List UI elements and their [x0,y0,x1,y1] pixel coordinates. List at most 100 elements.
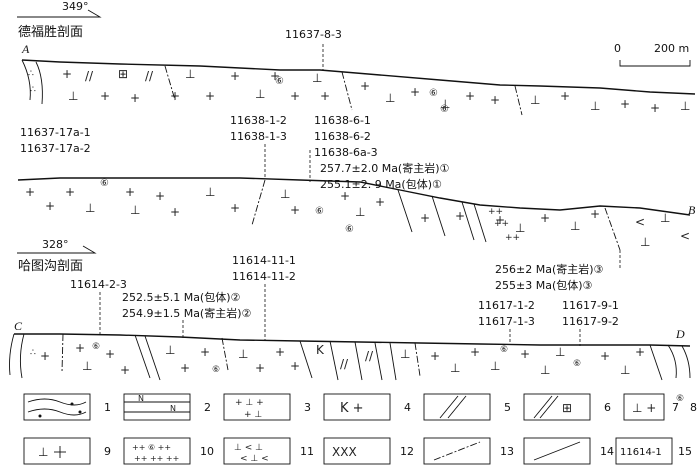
svg-text:XXX: XXX [332,445,357,459]
svg-text:⊥: ⊥ [680,99,690,113]
svg-text:⊥: ⊥ [450,361,460,375]
profile1-lower-hash-symbols: ++++++ [488,207,520,243]
svg-text:+: + [230,69,240,83]
legend-item-12: XXX 12 [323,437,414,465]
svg-text:⊥: ⊥ [68,89,78,103]
contact-line [299,340,313,379]
svg-text:∴: ∴ [28,69,34,79]
legend-item-1: 1 [23,393,111,421]
legend-item-5: 5 [423,393,511,421]
svg-text:++: ++ [494,219,509,229]
age-label-a1: 257.7±2.0 Ma(寄主岩)① [320,161,450,175]
svg-text:++ ++ ++: ++ ++ ++ [134,454,179,463]
contact-line [134,334,151,379]
sample-label-s2b: 11637-17a-2 [20,142,91,155]
svg-text:+: + [25,185,35,199]
svg-text:⑥: ⑥ [500,345,508,355]
sample-label-s1: 11637-8-3 [285,28,342,41]
svg-text:⊥: ⊥ [440,97,450,111]
profile1-upper: A ∴ ∴ 11637-8-3 +//⊞ //⊥+ +⊥+ +⊥+ +⊥+ ⊥+… [21,28,696,116]
label-d: D [675,327,685,341]
profile1-header: 349° 德福胜剖面 [17,0,102,40]
svg-text:⑥: ⑥ [275,76,284,87]
profile2-sediment-boundary [9,333,25,379]
fault-line [414,342,421,377]
svg-text:⊥: ⊥ [590,99,600,113]
legend-item-9: ⊥ 9 [23,437,111,465]
contact-line [329,340,339,381]
svg-text:⊥ +: ⊥ + [632,401,656,415]
contact-line [431,195,446,237]
contact-line [144,335,161,381]
contact-line [473,203,487,243]
svg-text:⊥: ⊥ [640,235,650,249]
legend-item-2: NN 2 [123,393,211,421]
svg-text:⊥: ⊥ [255,87,265,101]
contact-line [374,342,383,381]
svg-text:+ ⊥: + ⊥ [244,410,262,420]
svg-text:⑥: ⑥ [429,88,438,99]
svg-text:⊥: ⊥ [85,201,95,215]
svg-text:∴: ∴ [30,85,36,95]
legend-num-11: 11 [300,445,314,458]
label-c: C [14,319,23,333]
age-label-a3: 252.5±5.1 Ma(包体)② [122,290,241,304]
profile1-upper-surface [21,59,696,95]
legend-num-3: 3 [304,401,311,414]
profile1-sediment-boundary [21,59,43,105]
profile2-surface [14,333,691,347]
svg-text:⊥: ⊥ [515,221,525,235]
svg-text:⊞: ⊞ [118,67,128,81]
svg-text:⊥: ⊥ [238,347,248,361]
svg-text:⊥: ⊥ [570,219,580,233]
svg-text:⊥: ⊥ [280,187,290,201]
svg-text:+: + [420,211,430,225]
fault-line [341,71,353,111]
profile1-lower: 11637-17a-1 11637-17a-2 11638-1-2 11638-… [17,114,696,251]
legend-num-4: 4 [404,401,411,414]
svg-text:⊥: ⊥ [660,211,670,225]
svg-text:⊥: ⊥ [185,67,195,81]
legend-item-13: 13 [423,437,514,465]
svg-text:+: + [320,89,330,103]
scale-length: 200 m [654,42,689,55]
contact-line [389,342,397,381]
sample-label-s4a: 11638-6-1 [314,114,371,127]
profile2-bearing: 328° [42,238,69,251]
svg-text:+: + [290,203,300,217]
profile2-name: 哈图沟剖面 [18,259,83,274]
legend-num-12: 12 [400,445,414,458]
legend-num-5: 5 [504,401,511,414]
legend-num-14: 14 [600,445,614,458]
fault-line [164,65,176,101]
svg-text:+: + [120,363,130,377]
svg-text:⊥: ⊥ [82,359,92,373]
svg-text:⑥: ⑥ [100,178,109,189]
legend: 1 NN 2 + ⊥ ++ ⊥ 3 K + 4 5 ⊞ 6 [23,393,679,465]
legend-num-6: 6 [604,401,611,414]
svg-text:< ⊥ <: < ⊥ < [240,454,269,464]
label-a: A [21,42,30,56]
svg-text:+: + [635,345,645,359]
legend-item-4: K + 4 [323,393,411,421]
svg-text://: // [340,357,349,371]
svg-text:+: + [360,79,370,93]
scale-line [619,60,691,67]
svg-text:+: + [170,89,180,103]
svg-text:+: + [100,89,110,103]
sample-label-s8a: 11617-9-1 [562,299,619,312]
svg-text:+: + [200,345,210,359]
svg-text:+: + [470,345,480,359]
legend-item-11: ⊥ < ⊥< ⊥ < 11 [223,437,314,465]
svg-text:⊥: ⊥ [355,205,365,219]
svg-text:⑥: ⑥ [315,206,324,217]
profile1-sediment-dots: ∴ ∴ [28,69,36,95]
svg-text:N: N [138,394,144,403]
svg-text:+: + [290,89,300,103]
sample-label-s4b: 11638-6-2 [314,130,371,143]
svg-text:+: + [495,213,505,227]
profile2-symbols: ∴ ++⊥ ++⊥ ++⊥ +++ K//// ⊥+⊥ +⊥+ ⊥⊥+ ⊥+ [30,341,645,377]
profile2: 11614-2-3 252.5±5.1 Ma(包体)② 254.9±1.5 Ma… [9,250,691,381]
svg-text:⊥: ⊥ [385,91,395,105]
svg-text:+: + [430,349,440,363]
